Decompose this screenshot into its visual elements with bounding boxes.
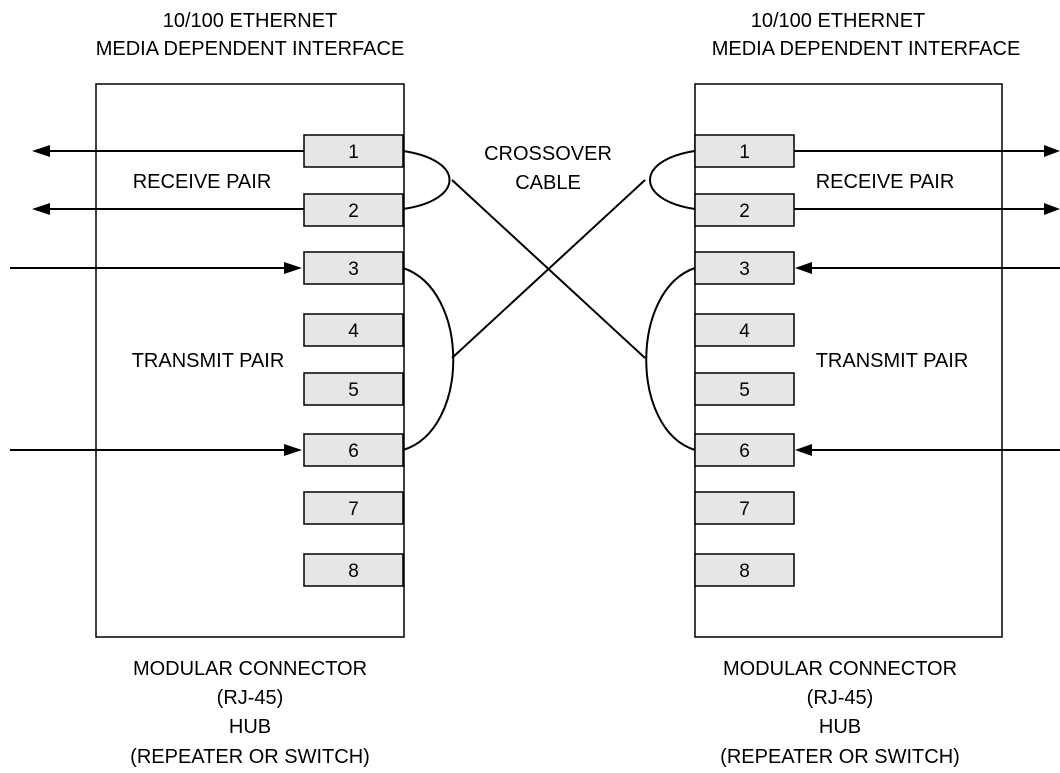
right-pin-label: 2 [739,201,750,222]
right-receive-pair-loop [649,150,696,210]
right-footer-line2: (RJ-45) [807,687,874,709]
left-pin-2: 2 [303,193,404,227]
right-pin-label: 7 [739,499,750,520]
right-connector: 10/100 ETHERNET MEDIA DEPENDENT INTERFAC… [694,10,1060,768]
right-pin-label: 3 [739,259,750,280]
left-receive-arrow-2 [32,203,304,215]
right-pin-4: 4 [694,313,795,347]
left-pin-8: 8 [303,553,404,587]
left-pin-label: 5 [348,380,359,401]
right-pin-label: 1 [739,142,750,163]
right-pin-label: 4 [739,321,750,342]
left-pin-6: 6 [303,433,404,467]
left-header-line1: 10/100 ETHERNET [163,10,338,32]
right-hub-box [694,83,1003,638]
right-receive-arrow-1 [794,145,1060,157]
left-transmit-arrow-6 [10,444,302,456]
left-pin-label: 1 [348,142,359,163]
left-header-line2: MEDIA DEPENDENT INTERFACE [96,38,405,60]
right-footer-line1: MODULAR CONNECTOR [723,658,957,680]
right-header-line1: 10/100 ETHERNET [751,10,926,32]
left-receive-pair-label: RECEIVE PAIR [133,171,272,193]
right-pin-6: 6 [694,433,795,467]
right-header-line2: MEDIA DEPENDENT INTERFACE [712,38,1021,60]
right-transmit-pair-loop [645,267,696,451]
right-pin-7: 7 [694,491,795,525]
left-footer-line1: MODULAR CONNECTOR [133,658,367,680]
right-receive-pair-label: RECEIVE PAIR [816,171,955,193]
left-pin-5: 5 [303,372,404,406]
left-pin-7: 7 [303,491,404,525]
left-connector: 10/100 ETHERNET MEDIA DEPENDENT INTERFAC… [10,10,405,768]
left-pin-label: 8 [348,561,359,582]
left-pin-label: 7 [348,499,359,520]
right-pin-1: 1 [694,134,795,168]
right-pin-2: 2 [694,193,795,227]
left-footer-line4: (REPEATER OR SWITCH) [130,746,370,768]
crossover-cable: CROSSOVER CABLE [402,143,696,451]
left-pin-label: 3 [348,259,359,280]
right-footer-line3: HUB [819,716,861,738]
left-pin-label: 2 [348,201,359,222]
left-pin-label: 4 [348,321,359,342]
left-hub-box [95,83,405,638]
left-transmit-pair-label: TRANSMIT PAIR [132,350,285,372]
right-transmit-arrow-6 [795,444,1060,456]
left-pin-4: 4 [303,313,404,347]
right-transmit-arrow-3 [795,262,1060,274]
cable-label-line1: CROSSOVER [484,143,612,165]
right-receive-arrow-2 [794,203,1060,215]
cable-label-line2: CABLE [515,172,581,194]
right-transmit-pair-label: TRANSMIT PAIR [816,350,969,372]
right-pin-8: 8 [694,553,795,587]
left-transmit-pair-loop [402,267,455,451]
right-pin-5: 5 [694,372,795,406]
right-pin-3: 3 [694,251,795,285]
left-pin-3: 3 [303,251,404,285]
left-pin-label: 6 [348,441,359,462]
right-pin-label: 5 [739,380,750,401]
left-transmit-arrow-3 [10,262,302,274]
right-footer-line4: (REPEATER OR SWITCH) [720,746,960,768]
crossover-wire-transmit-to-receive [451,179,646,359]
left-footer-line3: HUB [229,716,271,738]
right-pin-label: 6 [739,441,750,462]
left-receive-arrow-1 [32,145,304,157]
left-pin-1: 1 [303,134,404,168]
right-pin-label: 8 [739,561,750,582]
left-footer-line2: (RJ-45) [217,687,284,709]
left-receive-pair-loop [402,150,451,210]
